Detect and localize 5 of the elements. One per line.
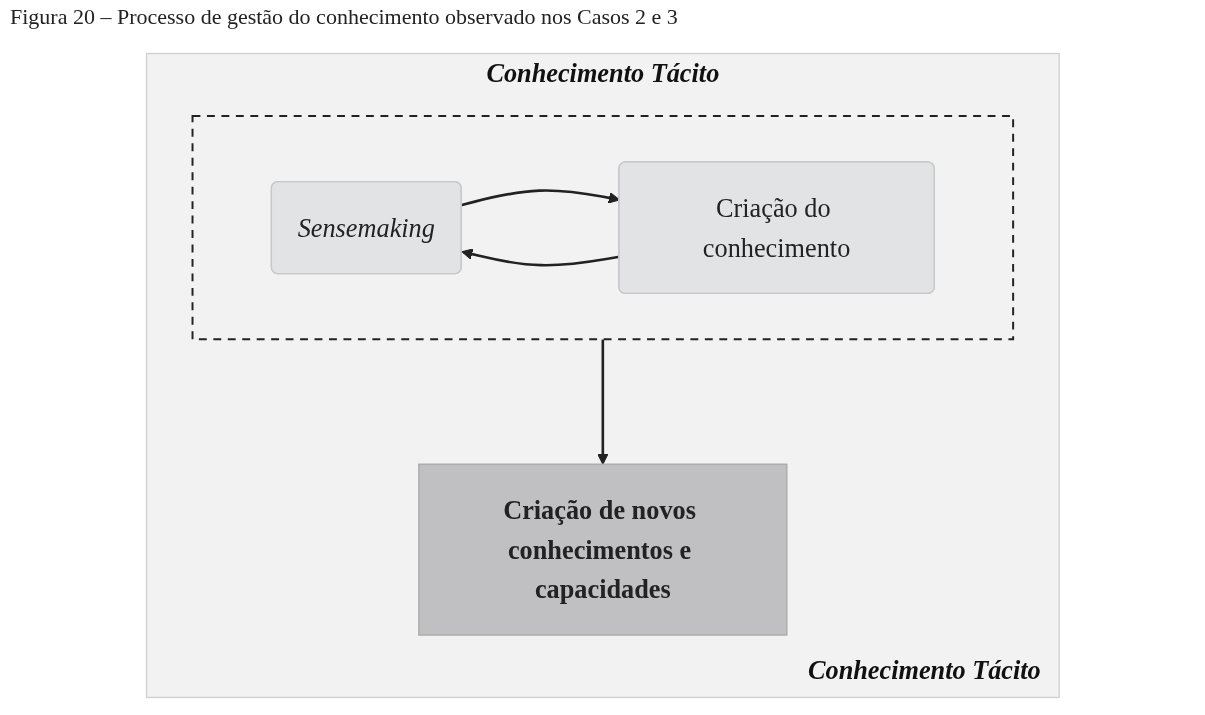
node-box: Criação de novos conhecimentos e capacidades <box>417 463 788 636</box>
cluster <box>191 114 1014 340</box>
region-label: Conhecimento Tácito <box>807 655 1041 685</box>
figure-title: Figura 20 – Processo de gestão do conhecimento observado nos Casos 2 e 3 <box>10 4 679 30</box>
arrow <box>596 338 609 465</box>
